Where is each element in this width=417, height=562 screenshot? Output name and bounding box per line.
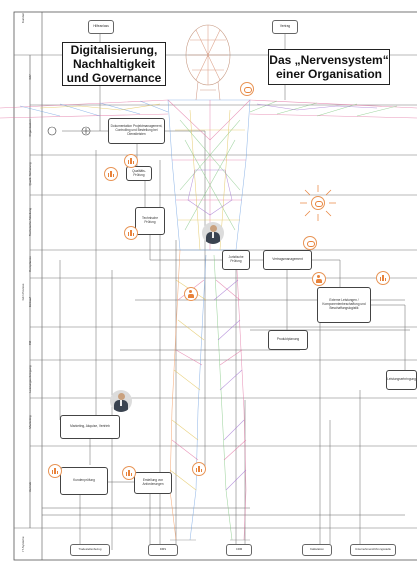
cloud-icon — [303, 236, 317, 250]
lane-label-organisation: Organisation — [28, 119, 32, 137]
node-top-right[interactable]: Vertrag — [272, 20, 298, 34]
it-node-3[interactable]: CRM — [226, 544, 252, 556]
callout-left: Digitalisierung, Nachhaltigkeit und Gove… — [62, 42, 166, 86]
node-external-services[interactable]: Externe Leistungen / Komponentenbeschaff… — [317, 287, 371, 323]
it-node-1[interactable]: Tradestellenbezug — [70, 544, 110, 556]
node-contract-mgmt[interactable]: Vertragsmanagement — [263, 250, 312, 270]
lane-label-compliance: Compliance — [28, 256, 32, 272]
avatar-icon — [110, 390, 132, 412]
pool-label: GF/-Prozess — [21, 283, 25, 301]
pool-frame — [13, 11, 417, 561]
cloud-icon — [311, 196, 325, 210]
lane-label-technical: Technische Abteilung — [28, 207, 32, 237]
node-org-task[interactable]: Dokumentation Projektmanagement, Control… — [108, 118, 165, 144]
chart-icon — [124, 154, 138, 168]
chart-icon — [122, 466, 136, 480]
node-sales-customer[interactable]: Kundenprüfung — [60, 467, 108, 495]
lane-label-management: GF/ — [28, 74, 32, 80]
node-sales-offer[interactable]: Erstellung von Anforderungen — [134, 472, 172, 494]
chart-icon — [104, 167, 118, 181]
lane-label-sales: Vertrieb — [28, 481, 32, 493]
lane-separators — [14, 54, 417, 529]
node-top-left[interactable]: Hilfeanlass — [88, 20, 114, 34]
lane-label-bottom: IT-Systeme — [21, 536, 25, 552]
node-marketing-task[interactable]: Marketing, Akquise, Vertrieb — [60, 415, 120, 439]
node-quality-check[interactable]: Qualitäts-Prüfung — [126, 166, 152, 181]
sun-rays — [300, 185, 336, 221]
it-node-5[interactable]: Unternehmensführungsstelle — [350, 544, 396, 556]
avatar-icon — [202, 222, 224, 244]
node-service[interactable]: Leistungserbringung — [386, 370, 417, 390]
it-node-4[interactable]: Kalkulation — [302, 544, 332, 556]
lane-label-top: Kunden — [21, 12, 25, 24]
node-technical-check[interactable]: Technische Prüfung — [135, 207, 165, 235]
callout-right: Das „Nervensystem“ einer Organisation — [268, 49, 390, 85]
chart-icon — [376, 271, 390, 285]
lane-label-quality: Qualit. Sicherung — [28, 162, 32, 186]
node-production-plan[interactable]: Produktplanung — [268, 330, 308, 350]
lane-label-service: Leistungserbringung — [28, 365, 32, 393]
lane-label-purchasing: Einkauf — [28, 297, 32, 308]
lane-label-marketing: Marketing — [28, 415, 32, 429]
chart-icon — [124, 226, 138, 240]
lane-label-fm: FM — [28, 340, 32, 346]
cloud-icon — [240, 82, 254, 96]
person-icon — [312, 272, 326, 286]
human-figure-mesh — [0, 24, 417, 541]
person-icon — [184, 287, 198, 301]
node-compliance-check[interactable]: Juristische Prüfung — [222, 250, 250, 270]
chart-icon — [192, 462, 206, 476]
chart-icon — [48, 464, 62, 478]
it-node-2[interactable]: DMS — [148, 544, 178, 556]
start-event — [47, 126, 57, 136]
